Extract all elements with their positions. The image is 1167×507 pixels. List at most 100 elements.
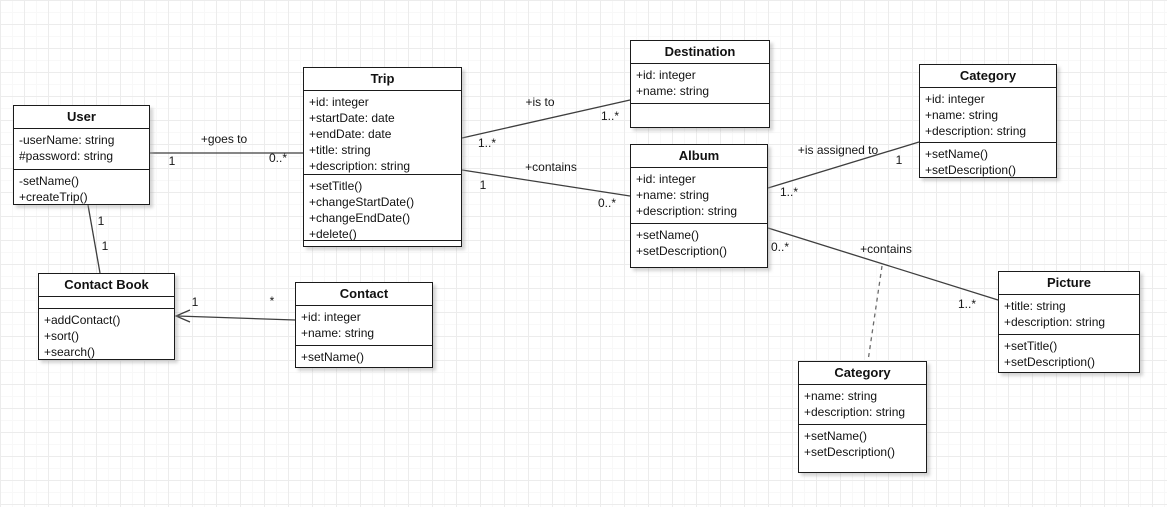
attributes-compartment: +title: string +description: string <box>999 294 1139 334</box>
methods-compartment: +addContact() +sort() +search() <box>39 307 174 359</box>
association-label-is-assigned-to[interactable]: +is assigned to <box>797 143 879 157</box>
attributes-compartment: +id: integer +name: string <box>631 63 769 103</box>
line-trip-album[interactable] <box>461 169 631 197</box>
multiplicity-album-picture-target[interactable]: 1..* <box>957 297 977 311</box>
class-title: Category <box>834 365 891 380</box>
class-box-destination[interactable]: Destination +id: integer +name: string <box>630 40 770 128</box>
attribute-row: +name: string <box>636 188 710 202</box>
attribute-row: +endDate: date <box>309 127 392 141</box>
class-title: Contact Book <box>64 277 149 292</box>
association-label-contains-album[interactable]: +contains <box>525 160 577 174</box>
attribute-row: +description: string <box>925 124 1027 138</box>
association-label-is-to[interactable]: +is to <box>525 95 555 109</box>
attribute-row: +name: string <box>301 326 375 340</box>
multiplicity-user-end[interactable]: 1 <box>168 154 176 168</box>
method-row: +setDescription() <box>1004 355 1096 369</box>
class-box-album[interactable]: Album +id: integer +name: string +descri… <box>630 144 768 268</box>
class-box-category-top[interactable]: Category +id: integer +name: string +des… <box>919 64 1057 178</box>
method-row: +setDescription() <box>925 162 1017 177</box>
multiplicity-contactbook-end[interactable]: 1 <box>191 295 199 309</box>
multiplicity-album-category-target[interactable]: 1 <box>895 153 903 167</box>
method-row: +setName() <box>636 228 700 242</box>
attribute-row: +title: string <box>309 143 371 157</box>
attribute-row: +id: integer <box>301 310 361 324</box>
association-label-contains-picture[interactable]: +contains <box>860 242 912 256</box>
method-row: +setName() <box>925 146 989 161</box>
methods-compartment: -setName() +createTrip() <box>14 168 149 204</box>
method-row: +setDescription() <box>804 445 896 459</box>
attributes-compartment: -userName: string #password: string <box>14 128 149 169</box>
attribute-row: +name: string <box>636 84 710 98</box>
empty-compartment <box>631 103 769 127</box>
attribute-row: #password: string <box>19 149 114 163</box>
open-arrowhead-icon <box>174 309 191 323</box>
attribute-row: +description: string <box>636 204 738 218</box>
class-title: Contact <box>339 286 389 301</box>
method-row: +createTrip() <box>19 189 88 204</box>
methods-compartment: +setTitle() +setDescription() <box>999 334 1139 372</box>
class-title: Album <box>678 148 720 163</box>
multiplicity-trip-album-source[interactable]: 1 <box>479 178 487 192</box>
multiplicity-trip-destination-target[interactable]: 1..* <box>600 109 620 123</box>
class-title: Destination <box>664 44 736 59</box>
attributes-compartment: +id: integer +name: string <box>296 305 432 345</box>
multiplicity-trip-end[interactable]: 0..* <box>268 151 288 165</box>
attribute-row: +name: string <box>804 389 878 403</box>
line-user-contactbook[interactable] <box>87 204 101 274</box>
attributes-compartment: +name: string +description: string <box>799 384 926 424</box>
attribute-row: -userName: string <box>19 133 115 147</box>
attribute-row: +id: integer <box>309 95 369 109</box>
method-row: +setTitle() <box>1004 339 1058 353</box>
method-row: +delete() <box>309 227 357 240</box>
attribute-row: +title: string <box>1004 299 1066 313</box>
dashed-line-association-class[interactable] <box>867 265 883 362</box>
class-box-category-bottom[interactable]: Category +name: string +description: str… <box>798 361 927 473</box>
method-row: +changeStartDate() <box>309 195 415 209</box>
methods-compartment: +setName() +setDescription() <box>631 223 767 267</box>
method-row: +search() <box>44 344 96 359</box>
multiplicity-trip-destination-source[interactable]: 1..* <box>477 136 497 150</box>
class-box-picture[interactable]: Picture +title: string +description: str… <box>998 271 1140 373</box>
methods-compartment: +setName() +setDescription() <box>799 424 926 472</box>
multiplicity-contact-end[interactable]: * <box>269 294 275 308</box>
multiplicity-album-category-source[interactable]: 1..* <box>779 185 799 199</box>
attribute-row: +id: integer <box>636 172 696 186</box>
attribute-row: +description: string <box>1004 315 1106 329</box>
multiplicity-trip-album-target[interactable]: 0..* <box>597 196 617 210</box>
attribute-row: +id: integer <box>925 92 985 106</box>
multiplicity-user-contactbook-upper[interactable]: 1 <box>97 214 105 228</box>
class-box-contact[interactable]: Contact +id: integer +name: string +setN… <box>295 282 433 368</box>
method-row: +changeEndDate() <box>309 211 411 225</box>
line-trip-destination[interactable] <box>461 99 631 139</box>
method-row: +setDescription() <box>636 244 728 258</box>
methods-compartment: +setName() <box>296 345 432 367</box>
multiplicity-album-picture-source[interactable]: 0..* <box>770 240 790 254</box>
attributes-compartment: +id: integer +name: string +description:… <box>631 167 767 223</box>
methods-compartment: +setTitle() +changeStartDate() +changeEn… <box>304 174 461 240</box>
method-row: +setName() <box>804 429 868 443</box>
method-row: +setName() <box>301 350 365 364</box>
multiplicity-user-contactbook-lower[interactable]: 1 <box>101 239 109 253</box>
attribute-row: +name: string <box>925 108 999 122</box>
attributes-compartment: +id: integer +name: string +description:… <box>920 87 1056 142</box>
line-album-category[interactable] <box>767 141 920 189</box>
methods-compartment: +setName() +setDescription() <box>920 141 1056 177</box>
class-title: Trip <box>370 71 395 86</box>
class-box-user[interactable]: User -userName: string #password: string… <box>13 105 150 205</box>
method-row: +setTitle() <box>309 179 363 193</box>
attributes-compartment: +id: integer +startDate: date +endDate: … <box>304 90 461 174</box>
method-row: +addContact() <box>44 312 121 327</box>
class-box-contact-book[interactable]: Contact Book +addContact() +sort() +sear… <box>38 273 175 360</box>
line-contact-contactbook[interactable] <box>176 315 296 321</box>
class-title: User <box>67 109 96 124</box>
class-title: Picture <box>1046 275 1092 290</box>
class-box-trip[interactable]: Trip +id: integer +startDate: date +endD… <box>303 67 462 247</box>
method-row: +sort() <box>44 328 80 343</box>
attribute-row: +id: integer <box>636 68 696 82</box>
line-album-picture[interactable] <box>767 227 999 301</box>
empty-compartment <box>304 240 461 246</box>
association-label-goes-to[interactable]: +goes to <box>200 132 248 146</box>
empty-attributes-compartment <box>39 296 174 308</box>
